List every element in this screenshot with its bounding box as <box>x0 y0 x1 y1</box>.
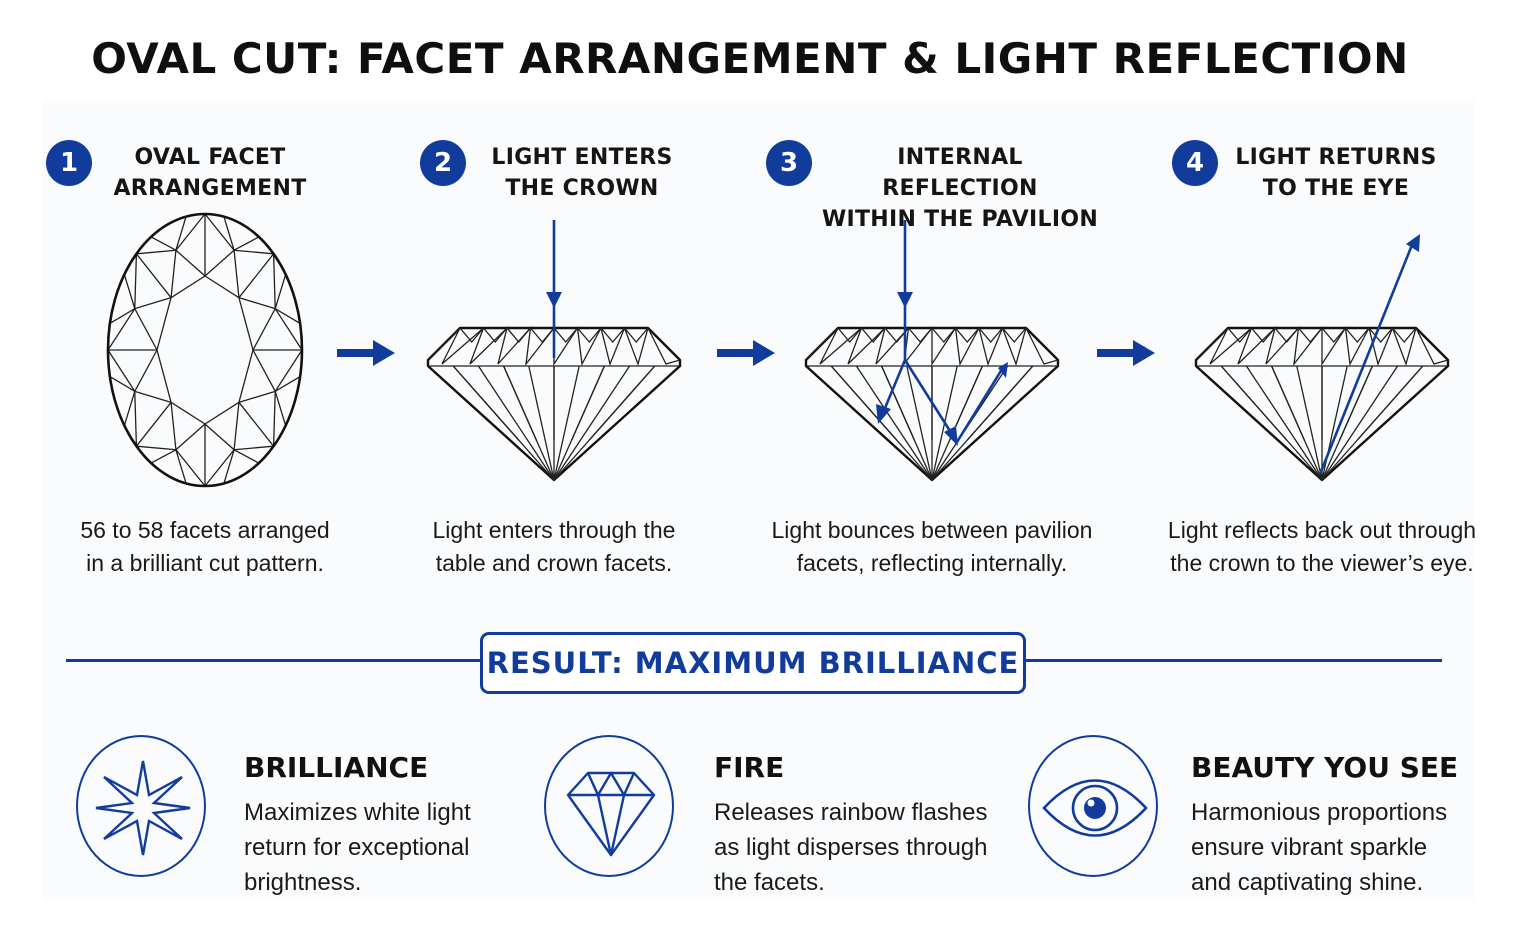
step-number-badge: 1 <box>46 140 92 186</box>
benefit-title: FIRE <box>714 751 785 784</box>
divider-line <box>1024 659 1442 662</box>
benefit-description: Releases rainbow flashes as light disper… <box>714 799 988 896</box>
step-description: 56 to 58 facets arranged in a brilliant … <box>80 517 330 576</box>
step-description: Light bounces between pavilion facets, r… <box>771 517 1093 576</box>
sparkle-icon <box>76 735 206 877</box>
diamond-icon <box>544 735 674 877</box>
eye-icon <box>1028 735 1158 877</box>
benefit-fire: FIRE Releases rainbow flashes as light d… <box>544 735 1004 896</box>
flow-arrow-right-icon <box>337 340 395 366</box>
step-4-light-returns-to-eye: 4 LIGHT RETURNS TO THE EYE Light reflect… <box>1142 130 1502 590</box>
divider-line <box>66 659 480 662</box>
step-number-badge: 2 <box>420 140 466 186</box>
flow-arrow-right-icon <box>717 340 775 366</box>
benefit-description: Harmonious proportions ensure vibrant sp… <box>1191 799 1448 896</box>
step-number-badge: 3 <box>766 140 812 186</box>
step-3-internal-reflection: 3 INTERNAL REFLECTION WITHIN THE PAVILIO… <box>752 130 1112 590</box>
diamond-side-illustration <box>804 220 1060 482</box>
step-2-light-enters-crown: 2 LIGHT ENTERS THE CROWN Light enters th… <box>374 130 734 590</box>
background-panel <box>42 100 1474 900</box>
step-description: Light reflects back out through the crow… <box>1167 517 1477 576</box>
page-title: OVAL CUT: FACET ARRANGEMENT & LIGHT REFL… <box>91 34 1409 83</box>
step-1-oval-facet-arrangement: 1 OVAL FACET ARRANGEMENT 56 to 58 facets… <box>30 130 390 590</box>
benefit-title: BRILLIANCE <box>244 751 429 784</box>
oval-top-view-illustration <box>106 212 304 488</box>
benefit-beauty-you-see: BEAUTY YOU SEE Harmonious proportions en… <box>1028 735 1488 896</box>
step-title: LIGHT ENTERS THE CROWN <box>491 145 673 201</box>
step-title: OVAL FACET ARRANGEMENT <box>113 145 307 201</box>
benefit-brilliance: BRILLIANCE Maximizes white light return … <box>76 735 536 896</box>
result-banner: RESULT: MAXIMUM BRILLIANCE <box>480 632 1026 694</box>
flow-arrow-right-icon <box>1097 340 1155 366</box>
diamond-side-illustration <box>1194 234 1450 482</box>
benefit-title: BEAUTY YOU SEE <box>1191 751 1459 784</box>
benefit-description: Maximizes white light return for excepti… <box>244 799 471 896</box>
step-title: LIGHT RETURNS TO THE EYE <box>1235 145 1437 201</box>
step-description: Light enters through the table and crown… <box>432 517 676 576</box>
step-title: INTERNAL REFLECTION WITHIN THE PAVILION <box>821 145 1099 232</box>
step-number-badge: 4 <box>1172 140 1218 186</box>
diamond-side-illustration <box>426 220 682 482</box>
